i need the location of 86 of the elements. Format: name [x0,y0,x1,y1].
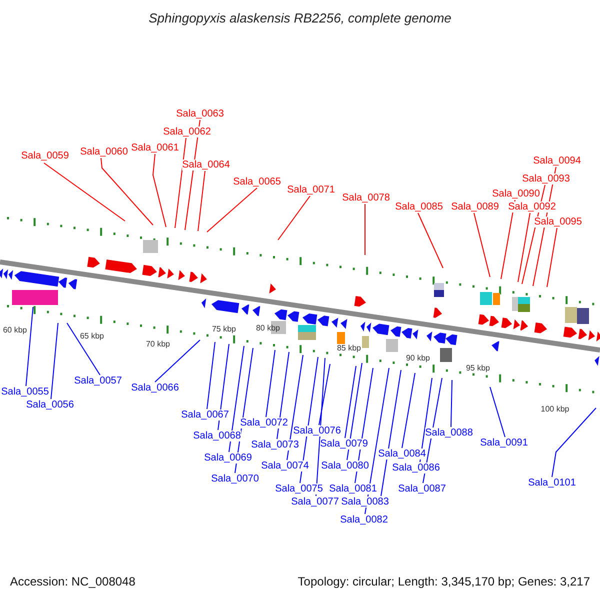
leader-line [66,322,100,376]
leader-line [50,322,58,400]
gene-label: Sala_0093 [522,174,570,184]
gene-label: Sala_0080 [321,460,369,472]
gene-label: Sala_0082 [340,514,388,526]
gene-label: Sala_0077 [291,496,339,508]
leader-line [546,228,558,288]
genome-stats-text: Topology: circular; Length: 3,345,170 bp; Genes: 3,217 [298,576,590,588]
scale-label: 95 kbp [466,362,490,374]
gene-label: Sala_0073 [251,440,299,450]
leader-line [266,350,276,418]
leader-line [206,342,216,410]
gene-label: Sala_0085 [395,202,443,212]
gene-label: Sala_0095 [534,216,582,228]
gene-label: Sala_0088 [425,428,473,438]
gene-label: Sala_0071 [287,184,335,196]
gene-label: Sala_0076 [293,426,341,436]
gene-label: Sala_0056 [26,400,74,410]
gene-label: Sala_0069 [204,452,252,464]
leader-line [218,344,230,430]
gene-label: Sala_0061 [131,142,179,154]
gene-label: Sala_0059 [21,150,69,162]
gene-label: Sala_0067 [181,410,229,420]
gene-label: Sala_0078 [342,192,390,204]
gene-label: Sala_0091 [480,438,528,448]
leader-line [344,366,356,438]
gene-label: Sala_0083 [341,496,389,508]
gene-label: Sala_0092 [508,202,556,212]
gene-label: Sala_0079 [320,438,368,450]
scale-label: 85 kbp [336,342,362,354]
scale-label: 65 kbp [80,330,104,342]
leader-line [198,170,206,232]
gene-label: Sala_0055 [1,386,49,398]
accession-text: Accession: NC_008048 [10,576,136,588]
leader-line [450,380,452,428]
scale-label: 80 kbp [256,322,280,334]
leader-line [518,212,530,282]
gene-label: Sala_0094 [533,156,581,166]
scale-label: 70 kbp [146,338,170,350]
leader-line [174,138,186,228]
gene-label: Sala_0089 [451,202,499,212]
leader-line [318,364,330,426]
leader-line [154,340,200,382]
leader-line [278,196,310,240]
leader-line [286,354,304,460]
gene-label: Sala_0101 [528,478,576,488]
gene-label: Sala_0081 [329,484,377,494]
leader-line [474,212,490,278]
scale-label: 60 kbp [2,324,28,336]
leader-line [100,158,154,226]
leader-line [402,372,416,448]
leader-line [228,346,244,452]
leader-line [276,352,290,440]
gene-label: Sala_0064 [182,160,230,170]
gene-label: Sala_0068 [193,430,241,442]
scale-label: 100 kbp [540,404,570,414]
gene-label: Sala_0062 [163,126,211,138]
scale-label: 90 kbp [406,352,430,364]
gene-label: Sala_0063 [176,108,224,120]
leader-line [346,362,362,460]
gene-label: Sala_0074 [261,460,309,472]
leader-line [44,162,126,222]
leader-line [500,200,516,280]
leader-line [490,386,506,438]
gene-label: Sala_0090 [492,188,540,200]
leader-line [206,188,258,232]
leader-line [152,154,166,228]
gene-label: Sala_0084 [378,448,426,460]
gene-label: Sala_0065 [233,176,281,188]
gene-label: Sala_0075 [275,484,323,494]
gene-label: Sala_0072 [240,418,288,428]
gene-label: Sala_0066 [131,382,179,394]
leader-line [380,370,402,496]
scale-label: 75 kbp [212,324,236,334]
leader-line [26,306,34,386]
gene-label: Sala_0070 [211,474,259,484]
gene-label: Sala_0087 [398,484,446,494]
gene-label: Sala_0060 [80,146,128,158]
leader-line [364,204,366,256]
leader-line [420,378,432,462]
gene-label: Sala_0086 [392,462,440,474]
gene-label: Sala_0057 [74,376,122,386]
leader-line [552,408,596,478]
leader-line [418,212,444,268]
leader-line [364,368,390,514]
map-title: Sphingopyxis alaskensis RB2256, complete genome [148,12,452,24]
